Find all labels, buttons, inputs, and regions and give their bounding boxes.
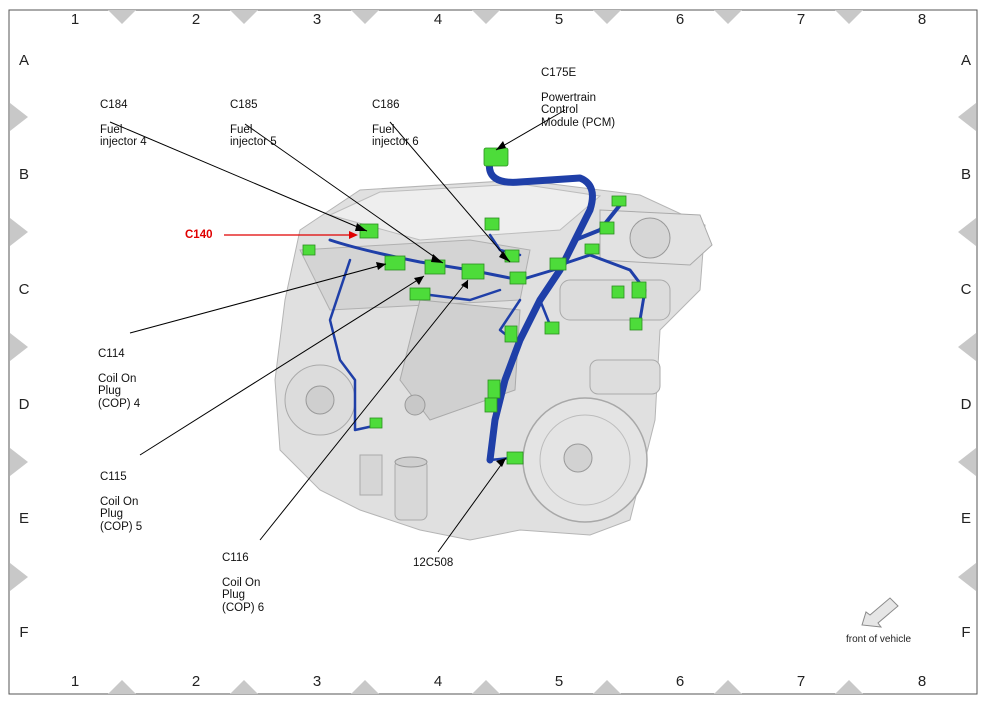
grid-row-a: A xyxy=(18,52,29,69)
grid-row-d: D xyxy=(18,396,30,413)
label-c185: C185 Fuel injector 5 xyxy=(230,86,277,161)
c116-code: C116 xyxy=(222,551,249,564)
connector-shape xyxy=(369,417,383,429)
engine-illustration xyxy=(274,179,713,541)
c186-desc: Fuel injector 6 xyxy=(372,123,419,149)
grid-col-3-bottom: 3 xyxy=(312,673,322,690)
front-arrow-icon xyxy=(861,597,899,628)
connector-shape xyxy=(487,379,501,399)
c184-code: C184 xyxy=(100,98,128,111)
c115-code: C115 xyxy=(100,470,127,483)
connector-shape xyxy=(584,243,600,255)
grid-col-5-bottom: 5 xyxy=(554,673,564,690)
c175e-connector xyxy=(483,147,509,167)
c114-connector xyxy=(384,255,406,271)
grid-col-3: 3 xyxy=(312,11,322,28)
grid-markers-left xyxy=(10,103,28,591)
grid-col-7: 7 xyxy=(796,11,806,28)
connector-shape xyxy=(504,325,518,343)
grid-col-8: 8 xyxy=(917,11,927,28)
grid-col-6-bottom: 6 xyxy=(675,673,685,690)
grid-col-5: 5 xyxy=(554,11,564,28)
leader-lines xyxy=(109,109,566,553)
c114-code: C114 xyxy=(98,347,125,360)
c12c508-connector xyxy=(506,451,524,465)
c184-desc: Fuel injector 4 xyxy=(100,123,147,149)
c175e-desc: Powertrain Control Module (PCM) xyxy=(541,91,616,129)
grid-col-4-bottom: 4 xyxy=(433,673,443,690)
label-c140: C140 xyxy=(185,229,213,241)
grid-col-8-bottom: 8 xyxy=(917,673,927,690)
label-c115: C115 Coil On Plug (COP) 5 xyxy=(100,458,142,546)
grid-col-7-bottom: 7 xyxy=(796,673,806,690)
label-c184: C184 Fuel injector 4 xyxy=(100,86,147,161)
grid-row-a-right: A xyxy=(960,52,971,69)
connectors xyxy=(302,147,647,465)
label-c116: C116 Coil On Plug (COP) 6 xyxy=(222,539,264,627)
connector-shape xyxy=(544,321,560,335)
grid-col-4: 4 xyxy=(433,11,443,28)
connector-shape xyxy=(549,257,567,271)
connector-shape xyxy=(611,195,627,207)
connector-shape xyxy=(631,281,647,299)
front-of-vehicle-label: front of vehicle xyxy=(846,634,912,645)
grid-row-c: C xyxy=(18,281,30,298)
grid-col-2: 2 xyxy=(191,11,201,28)
connector-shape xyxy=(599,221,615,235)
grid-col-6: 6 xyxy=(675,11,685,28)
grid-row-e: E xyxy=(18,510,29,527)
grid-row-e-right: E xyxy=(960,510,971,527)
leader-arrowheads xyxy=(355,141,510,467)
grid-row-d-right: D xyxy=(960,396,972,413)
grid-markers-right xyxy=(958,103,976,591)
grid-row-b-right: B xyxy=(960,166,971,183)
grid-col-1-bottom: 1 xyxy=(70,673,80,690)
connector-shape xyxy=(484,397,498,413)
c140-arrowhead xyxy=(349,231,358,239)
c116-desc: Coil On Plug (COP) 6 xyxy=(222,576,265,614)
grid-col-1: 1 xyxy=(70,11,80,28)
c185-connector xyxy=(484,217,500,231)
c115-desc: Coil On Plug (COP) 5 xyxy=(100,495,143,533)
c186-code: C186 xyxy=(372,98,400,111)
grid-markers-top xyxy=(108,10,863,24)
grid-col-2-bottom: 2 xyxy=(191,673,201,690)
c185-code: C185 xyxy=(230,98,258,111)
connector-shape xyxy=(409,287,431,301)
grid-row-b: B xyxy=(18,166,29,183)
grid-markers-bottom xyxy=(108,680,863,694)
connector-shape xyxy=(509,271,527,285)
connector-shape xyxy=(611,285,625,299)
grid-row-f-right: F xyxy=(961,624,971,641)
connector-shape xyxy=(629,317,643,331)
label-c175e: C175E Powertrain Control Module (PCM) xyxy=(541,54,615,142)
label-12c508: 12C508 xyxy=(413,557,454,569)
label-c114: C114 Coil On Plug (COP) 4 xyxy=(98,335,140,423)
grid-row-c-right: C xyxy=(960,281,972,298)
c175e-code: C175E xyxy=(541,66,577,79)
connector-shape xyxy=(302,244,316,256)
label-c186: C186 Fuel injector 6 xyxy=(372,86,419,161)
c116-connector xyxy=(461,263,485,280)
grid-row-f: F xyxy=(19,624,29,641)
c185-desc: Fuel injector 5 xyxy=(230,123,277,149)
c114-desc: Coil On Plug (COP) 4 xyxy=(98,372,141,410)
